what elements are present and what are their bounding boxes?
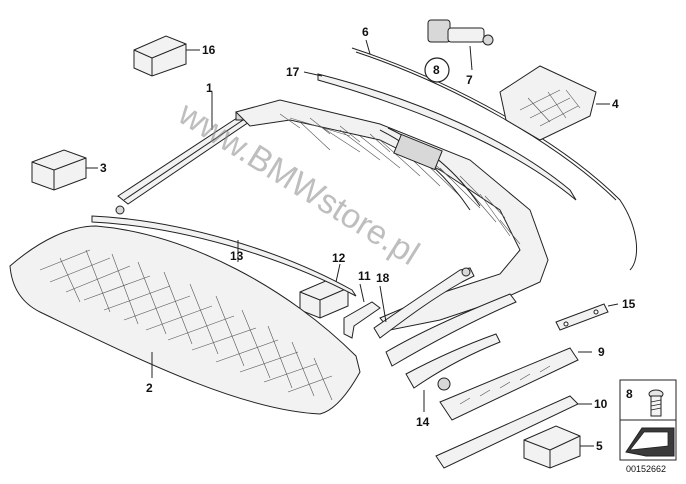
part-14-hinge-linkage[interactable] — [385, 293, 517, 391]
reference-number: 00152662 — [626, 464, 666, 474]
callout-17[interactable]: 17 — [286, 65, 300, 79]
callout-8-circle[interactable] — [424, 57, 450, 83]
part-17-strip[interactable] — [317, 73, 577, 201]
leader-17 — [303, 71, 323, 77]
callout-6[interactable]: 6 — [362, 25, 369, 39]
part-5-box[interactable] — [523, 425, 581, 469]
callout-4[interactable]: 4 — [612, 97, 619, 111]
callout-16[interactable]: 16 — [202, 43, 216, 57]
callout-12[interactable]: 12 — [332, 251, 346, 265]
callout-7[interactable]: 7 — [466, 73, 473, 87]
part-18-link-arm[interactable] — [373, 267, 475, 339]
part-6-cable[interactable] — [351, 47, 638, 271]
callout-3[interactable]: 3 — [100, 161, 107, 175]
callout-1[interactable]: 1 — [206, 81, 213, 95]
legend-label-8: 8 — [626, 387, 633, 401]
callout-8[interactable]: 8 — [433, 63, 440, 77]
part-11-bracket[interactable] — [343, 301, 381, 339]
part-13-strip[interactable] — [91, 215, 357, 297]
part-2-trim-panel[interactable] — [9, 225, 361, 415]
callout-10[interactable]: 10 — [594, 397, 608, 411]
callout-9[interactable]: 9 — [598, 345, 605, 359]
roof-frame-assembly[interactable] — [235, 99, 549, 331]
leader-12 — [335, 263, 341, 283]
leader-18 — [379, 285, 387, 323]
part-4-cover[interactable] — [499, 65, 597, 141]
part-7-actuator[interactable] — [427, 19, 494, 46]
callout-18[interactable]: 18 — [376, 271, 390, 285]
leader-7 — [469, 45, 473, 71]
callout-13[interactable]: 13 — [230, 249, 244, 263]
leader-15 — [607, 303, 619, 307]
leader-11 — [359, 283, 365, 303]
part-15-plate[interactable] — [555, 303, 609, 331]
callout-5[interactable]: 5 — [596, 439, 603, 453]
arrow-icon — [625, 427, 675, 457]
part-3-box[interactable] — [31, 149, 87, 191]
screw-icon — [648, 389, 664, 417]
callout-2[interactable]: 2 — [146, 381, 153, 395]
part-16-box[interactable] — [133, 35, 187, 77]
part-9-side-rail[interactable] — [439, 347, 579, 421]
callout-14[interactable]: 14 — [416, 415, 430, 429]
leader-6 — [365, 39, 371, 55]
callout-11[interactable]: 11 — [358, 269, 371, 283]
callout-15[interactable]: 15 — [622, 297, 636, 311]
